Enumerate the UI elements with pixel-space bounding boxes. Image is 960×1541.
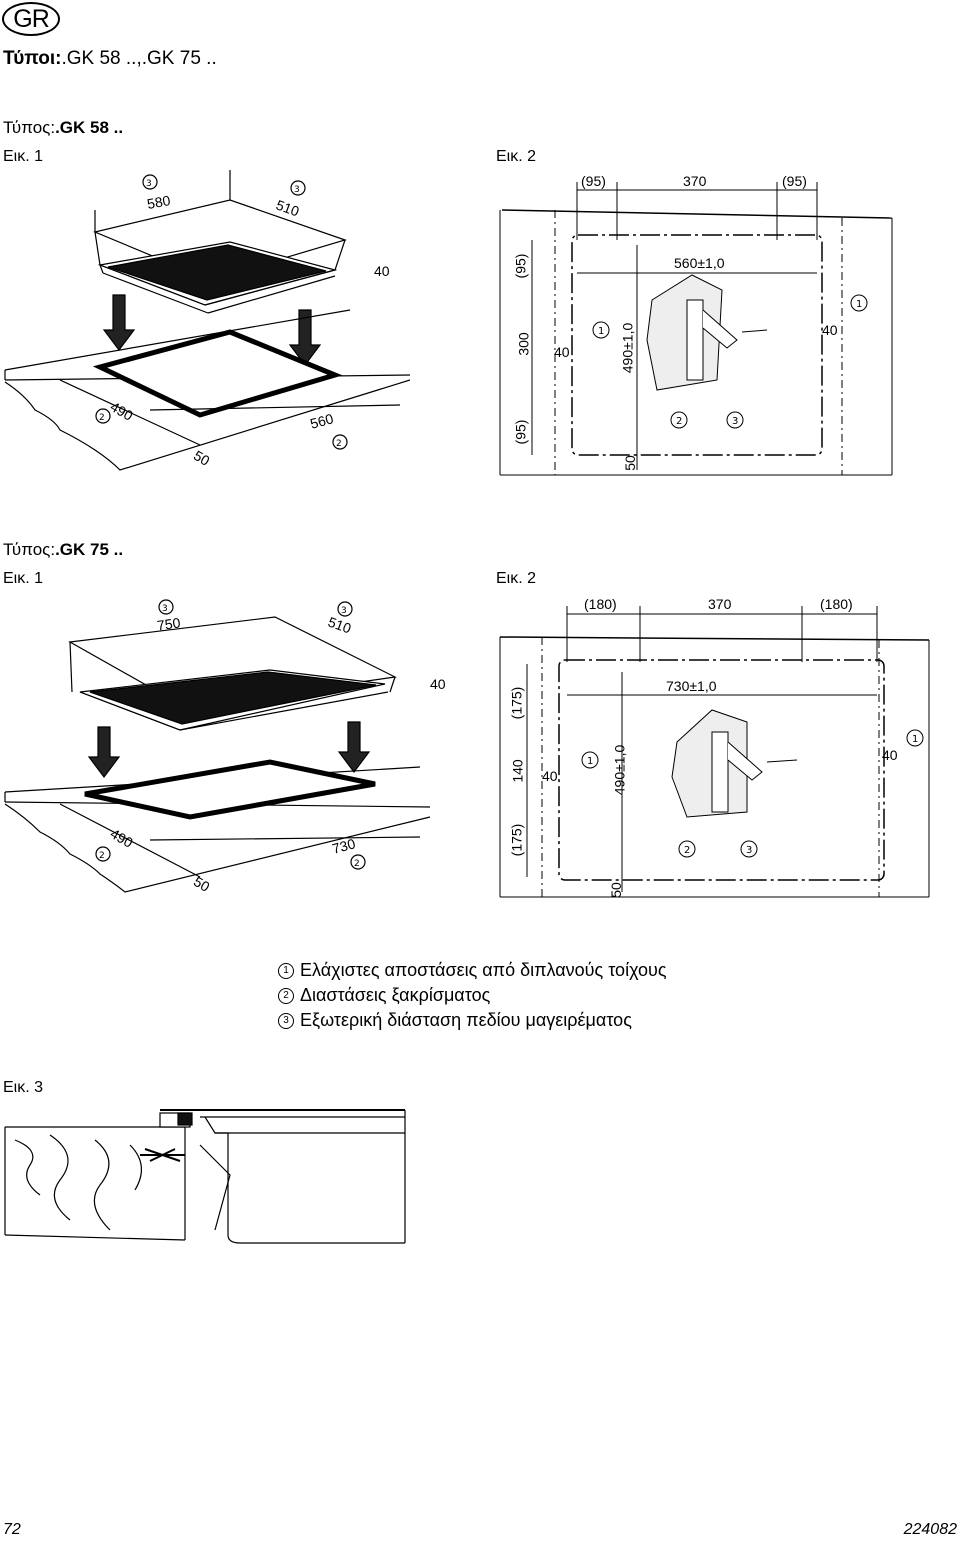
- dim-right: (95): [782, 173, 807, 189]
- section1-fig2-label: Εικ. 2: [496, 148, 537, 165]
- legend-number: 1: [278, 962, 294, 979]
- svg-text:2: 2: [676, 416, 682, 427]
- svg-text:1: 1: [598, 326, 604, 337]
- dim-wall-left: 40: [542, 768, 558, 784]
- dim-wall-right: 40: [822, 322, 838, 338]
- svg-text:2: 2: [336, 439, 342, 449]
- svg-text:2: 2: [99, 851, 105, 861]
- section2-fig1-label: Εικ. 1: [3, 570, 44, 587]
- legend-item-1: 1 Ελάχιστες αποστάσεις από διπλανούς τοίχ…: [278, 958, 667, 983]
- legend: 1 Ελάχιστες αποστάσεις από διπλανούς τοίχ…: [278, 958, 667, 1033]
- fig3-drawing: [0, 1105, 420, 1255]
- legend-text: Διαστάσεις ξακρίσματος: [300, 985, 491, 1005]
- dim-cut-width-tol: 560±1,0: [674, 255, 725, 271]
- dim-bottom-v: (175): [508, 823, 525, 857]
- dim-width: 750: [156, 614, 182, 634]
- section2-fig2-label: Εικ. 2: [496, 570, 537, 587]
- dim-left: (95): [581, 173, 606, 189]
- svg-text:3: 3: [746, 845, 752, 856]
- section1-type: Τύπος:.GK 58 ..: [3, 118, 123, 138]
- page-number: 72: [3, 1521, 21, 1538]
- section2-fig1-drawing: 3 3 2 2: [0, 592, 440, 902]
- dim-height: 40: [374, 263, 390, 279]
- dim-top-v: (95): [512, 253, 529, 279]
- dim-bottom-v: (95): [512, 419, 529, 445]
- dim-height-tol: 490±1,0: [619, 322, 636, 374]
- dim-mid: 370: [683, 173, 707, 189]
- document-code: 224082: [903, 1521, 957, 1538]
- type-value: .GK 75 ..: [55, 540, 124, 559]
- fig3-label: Εικ. 3: [3, 1079, 44, 1096]
- svg-text:2: 2: [99, 413, 105, 423]
- type-label: Τύπος:: [3, 118, 56, 137]
- dim-left: (180): [584, 596, 617, 612]
- svg-text:3: 3: [732, 416, 738, 427]
- badge-text: GR: [13, 4, 49, 33]
- section1-fig1-drawing: 3 3 2 2: [0, 170, 410, 480]
- models-value: .GK 58 ..,.GK 75 ..: [61, 48, 217, 69]
- models-label: Τύποι:: [3, 48, 62, 69]
- dim-wall-right: 40: [882, 747, 898, 763]
- section1-fig2-drawing: 1 1 2 3: [497, 170, 897, 480]
- legend-item-3: 3 Εξωτερική διάσταση πεδίου μαγειρέματος: [278, 1008, 667, 1033]
- dim-mid-v: 140: [509, 759, 526, 783]
- svg-text:3: 3: [162, 604, 168, 614]
- svg-text:3: 3: [146, 179, 152, 189]
- dim-right: (180): [820, 596, 853, 612]
- svg-text:1: 1: [856, 299, 862, 310]
- models-line: Τύποι:.GK 58 ..,.GK 75 ..: [3, 48, 217, 70]
- dim-wall-left: 40: [554, 344, 570, 360]
- dim-bottom: 50: [607, 882, 624, 898]
- dim-mid: 370: [708, 596, 732, 612]
- svg-text:1: 1: [587, 756, 593, 767]
- dim-mid-v: 300: [515, 332, 532, 356]
- svg-text:1: 1: [912, 734, 918, 745]
- type-value: .GK 58 ..: [55, 118, 124, 137]
- svg-text:3: 3: [341, 606, 347, 616]
- section1-fig1-label: Εικ. 1: [3, 148, 44, 165]
- dim-height-tol: 490±1,0: [611, 744, 628, 796]
- legend-text: Ελάχιστες αποστάσεις από διπλανούς τοίχο…: [300, 960, 667, 980]
- legend-number: 3: [278, 1012, 294, 1029]
- dim-bottom: 50: [621, 455, 638, 471]
- svg-text:3: 3: [294, 185, 300, 195]
- legend-number: 2: [278, 987, 294, 1004]
- country-badge: GR: [2, 2, 60, 36]
- svg-text:2: 2: [684, 845, 690, 856]
- dim-height: 40: [430, 676, 446, 692]
- dim-cut-width-tol: 730±1,0: [666, 678, 717, 694]
- type-label: Τύπος:: [3, 540, 56, 559]
- section2-fig2-drawing: 1 1 2 3: [497, 592, 937, 902]
- dim-top-v: (175): [508, 686, 525, 720]
- legend-item-2: 2 Διαστάσεις ξακρίσματος: [278, 983, 667, 1008]
- section2-type: Τύπος:.GK 75 ..: [3, 540, 123, 560]
- legend-text: Εξωτερική διάσταση πεδίου μαγειρέματος: [300, 1010, 632, 1030]
- svg-text:2: 2: [354, 859, 360, 869]
